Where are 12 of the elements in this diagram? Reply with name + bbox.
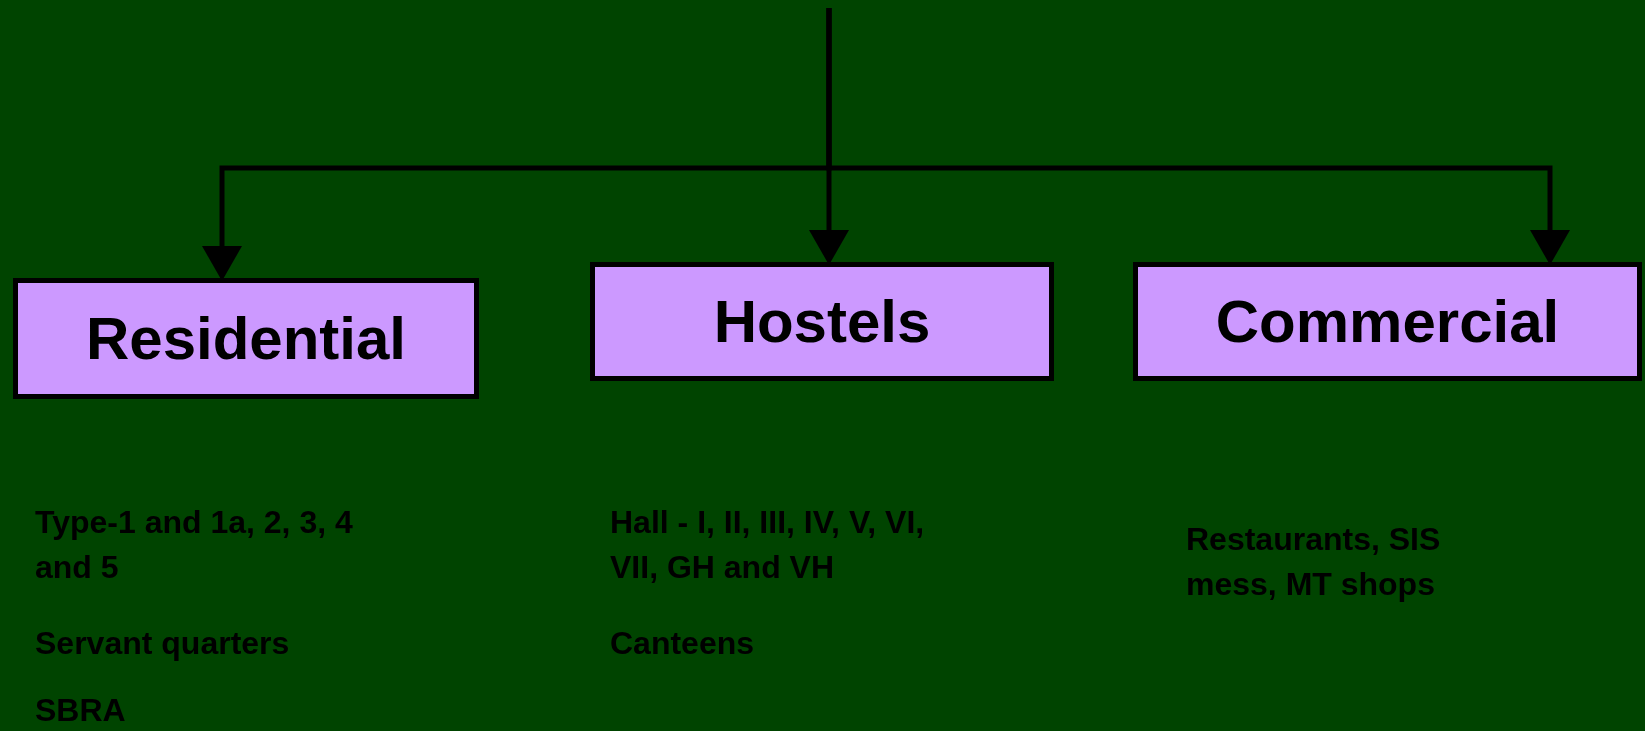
item-list-text: Restaurants, SIS mess, MT shops bbox=[1186, 520, 1442, 604]
item-list-text: Servant quarters bbox=[35, 624, 291, 663]
category-box bbox=[13, 278, 479, 399]
item-list-text: Hall - I, II, III, IV, V, VI, VII, GH and VH bbox=[610, 503, 926, 587]
category-box bbox=[1133, 262, 1642, 381]
category-title: Commercial bbox=[1215, 287, 1560, 356]
item-list-text: SBRA bbox=[35, 691, 127, 730]
item-list-text: Type-1 and 1a, 2, 3, 4 and 5 bbox=[35, 503, 354, 587]
category-title: Residential bbox=[85, 304, 407, 373]
item-list-text: Canteens bbox=[610, 624, 756, 663]
category-title: Hostels bbox=[713, 287, 931, 356]
category-box bbox=[590, 262, 1054, 381]
